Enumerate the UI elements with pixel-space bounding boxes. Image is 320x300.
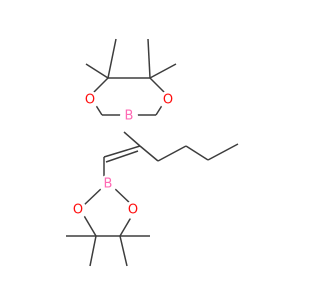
- atom-o4-label: O: [128, 203, 138, 218]
- bond-chain-2: [157, 145, 187, 162]
- bond-alkene-c1: [103, 145, 141, 158]
- atom-o2: O: [159, 91, 177, 109]
- bond-methyl-4: [149, 63, 177, 79]
- atom-o2-label: O: [163, 93, 173, 108]
- molecule-diagram: O B O B O O: [66, 38, 239, 267]
- bond-o3-c-ring: [82, 213, 97, 237]
- atom-layer: O B O B O O: [69, 91, 177, 219]
- bond-chain-4: [207, 143, 239, 161]
- atom-b2-label: B: [104, 177, 113, 192]
- bond-methyl-2: [107, 38, 117, 79]
- bond-methyl-1: [85, 63, 109, 79]
- bond-b1-alkene: [123, 131, 141, 147]
- atom-b2: B: [99, 175, 117, 193]
- atom-o1-label: O: [85, 93, 95, 108]
- bond-chain-3: [185, 145, 209, 161]
- bond-methyl-6: [89, 235, 97, 267]
- bond-chain-1: [139, 145, 159, 162]
- bond-layer: [66, 38, 239, 267]
- bond-methyl-3: [147, 38, 151, 79]
- atom-o4: O: [124, 201, 142, 219]
- atom-b1: B: [120, 107, 138, 125]
- bond-methyl-7: [119, 235, 128, 267]
- atom-o3: O: [69, 201, 87, 219]
- atom-o1: O: [81, 91, 99, 109]
- atom-b1-label: B: [125, 109, 134, 124]
- atom-o3-label: O: [73, 203, 83, 218]
- bond-b2-o3: [82, 185, 105, 207]
- bond-alkene-c1-inner: [105, 150, 139, 163]
